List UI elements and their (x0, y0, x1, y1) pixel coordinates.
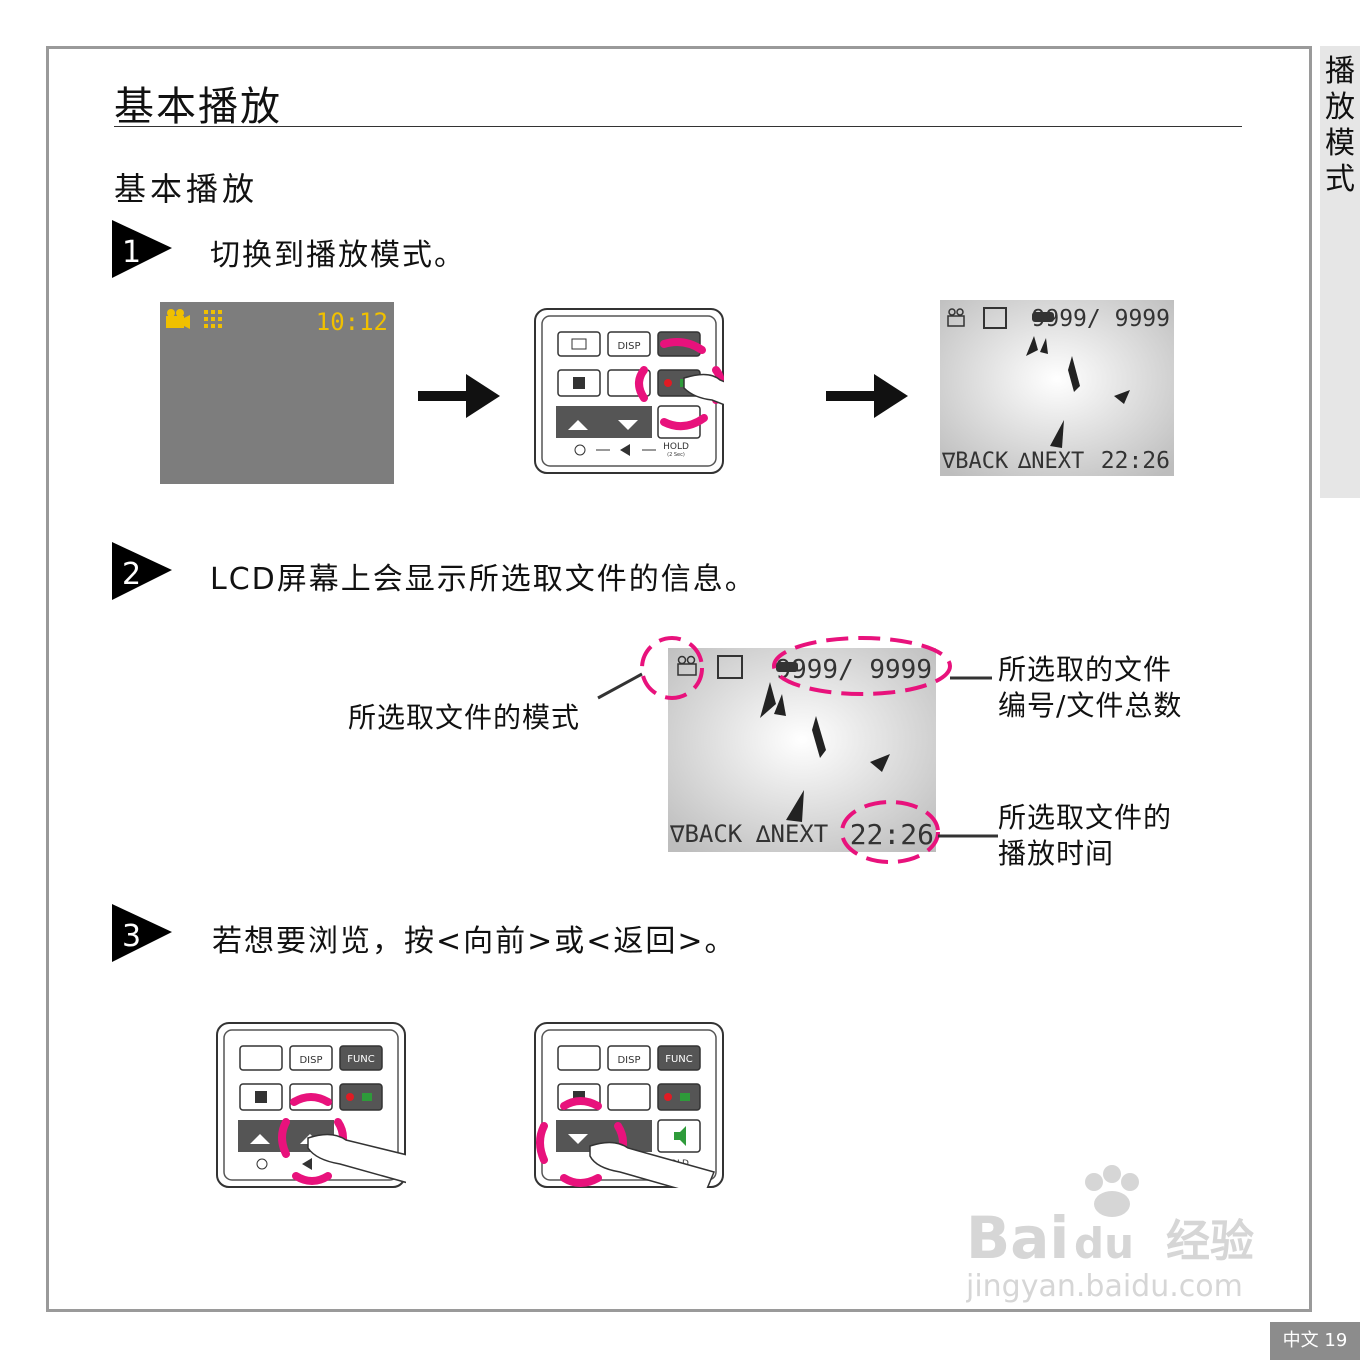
lcd-record-time: 10:12 (316, 308, 388, 336)
lcd-record-mode: 10:12 (160, 302, 394, 484)
step-1-number: 1 (122, 235, 141, 270)
grid-icon (717, 655, 743, 679)
lcd-time: 22:26 (1101, 448, 1170, 474)
lcd-time: 22:26 (850, 818, 934, 851)
callout-time-line1: 所选取文件的 (998, 801, 1173, 834)
finger-icon (683, 373, 724, 406)
step-3-text: 若想要浏览，按<向前>或<返回>。 (212, 924, 737, 959)
baidu-watermark: Bai du 经验 jingyan.baidu.com (966, 1165, 1254, 1304)
lcd-next-label: ∆NEXT (1017, 449, 1084, 474)
play-pause-button (607, 1083, 651, 1111)
callout-number-line2: 编号/文件总数 (998, 689, 1183, 722)
camera-mode-icon (362, 1093, 372, 1101)
camcorder-icon (166, 309, 190, 329)
record-dot-icon (346, 1093, 354, 1101)
disp-label: DISP (299, 1055, 322, 1066)
watermark-brand: Bai (966, 1204, 1069, 1272)
file-icon (1032, 312, 1054, 322)
func-label: FUNC (347, 1054, 375, 1065)
stop-icon (573, 377, 585, 389)
record-button (339, 1083, 383, 1111)
page-title: 基本播放 (114, 84, 282, 130)
lcd-next-label: ∆NEXT (755, 820, 828, 848)
camcorder-icon (677, 655, 697, 676)
lock-icon (302, 1158, 312, 1170)
func-button: FUNC (657, 1045, 701, 1071)
hold-label: HOLD (663, 442, 689, 452)
stop-icon (255, 1091, 267, 1103)
page-number: 中文 19 (1270, 1322, 1360, 1360)
record-button (657, 1083, 701, 1111)
hold-sub-label: (2 Sec) (667, 452, 685, 458)
menu-button (557, 1045, 601, 1071)
watermark-cn: 经验 (1166, 1216, 1254, 1267)
disp-button: DISP (289, 1045, 333, 1071)
callout-line-mode (597, 672, 643, 700)
lock-icon (620, 444, 630, 456)
prev-next-buttons (556, 406, 652, 438)
side-tab: 播放模式 (1320, 46, 1360, 498)
callout-mode-label: 所选取文件的模式 (348, 701, 581, 734)
callout-number-line1: 所选取的文件 (998, 653, 1173, 686)
watermark-url: jingyan.baidu.com (966, 1269, 1243, 1304)
menu-button (557, 331, 601, 357)
press-highlight-icon (536, 1097, 627, 1187)
disp-button: DISP (607, 331, 651, 357)
file-icon (776, 662, 798, 672)
lcd-file-counter: 9999/ 9999 (1032, 306, 1170, 332)
section-title: 基本播放 (114, 170, 259, 208)
camcorder-icon (947, 308, 965, 327)
watermark-brand2: du (1074, 1219, 1134, 1268)
lcd-playback-annotated: 9999/ 9999 ∇BACK ∆NEXT 22:26 (597, 636, 998, 864)
paw-logo-icon (1085, 1165, 1139, 1217)
side-tab-label: 播放模式 (1325, 54, 1355, 197)
step-3-number: 3 (122, 919, 141, 954)
disp-label: DISP (617, 1055, 640, 1066)
back-arrow-icon (568, 1134, 588, 1144)
func-label: FUNC (665, 1054, 693, 1065)
next-arrow-icon (618, 420, 638, 430)
lcd-back-label: ∇BACK (941, 449, 1009, 474)
record-dot-icon (664, 379, 672, 387)
finger-icon (307, 1133, 406, 1184)
bird-icon (760, 682, 890, 822)
step-3-marker: 3 (112, 904, 172, 962)
remote-control-back: DISP FUNC HOLD (534, 1022, 724, 1188)
page-frame (46, 46, 1312, 1312)
record-dot-icon (664, 1093, 672, 1101)
func-button: FUNC (339, 1045, 383, 1071)
disp-button: DISP (607, 1045, 651, 1071)
grid-icon (983, 307, 1007, 329)
timer-icon (256, 1158, 268, 1170)
remote-control: DISP HOLD (2 Sec) (534, 308, 724, 474)
title-rule (114, 126, 1242, 127)
step-1-marker: 1 (112, 220, 172, 278)
callout-time-line2: 播放时间 (998, 837, 1115, 870)
highlight-ellipse-icon (640, 636, 952, 864)
remote-control-next: DISP FUNC (216, 1022, 406, 1188)
step-2-number: 2 (122, 557, 141, 592)
timer-icon (574, 444, 586, 456)
lcd-back-label: ∇BACK (669, 820, 743, 848)
lcd-file-counter: 9999/ 9999 (775, 655, 932, 685)
back-arrow-icon (250, 1134, 270, 1144)
disp-label: DISP (617, 341, 640, 352)
bird-icon (1026, 336, 1130, 448)
arrow-right-icon (826, 374, 908, 418)
menu-button (239, 1045, 283, 1071)
step-1-text: 切换到播放模式。 (210, 238, 466, 273)
speaker-icon (674, 1126, 686, 1146)
step-2-marker: 2 (112, 542, 172, 600)
back-arrow-icon (568, 420, 588, 430)
grid-icon (204, 310, 222, 328)
step-2-text: LCD屏幕上会显示所选取文件的信息。 (210, 562, 757, 597)
finger-icon (589, 1141, 716, 1188)
lcd-playback-small: 9999/ 9999 ∇BACK ∆NEXT 22:26 (940, 300, 1174, 476)
arrow-right-icon (418, 374, 500, 418)
camera-mode-icon (680, 1093, 690, 1101)
